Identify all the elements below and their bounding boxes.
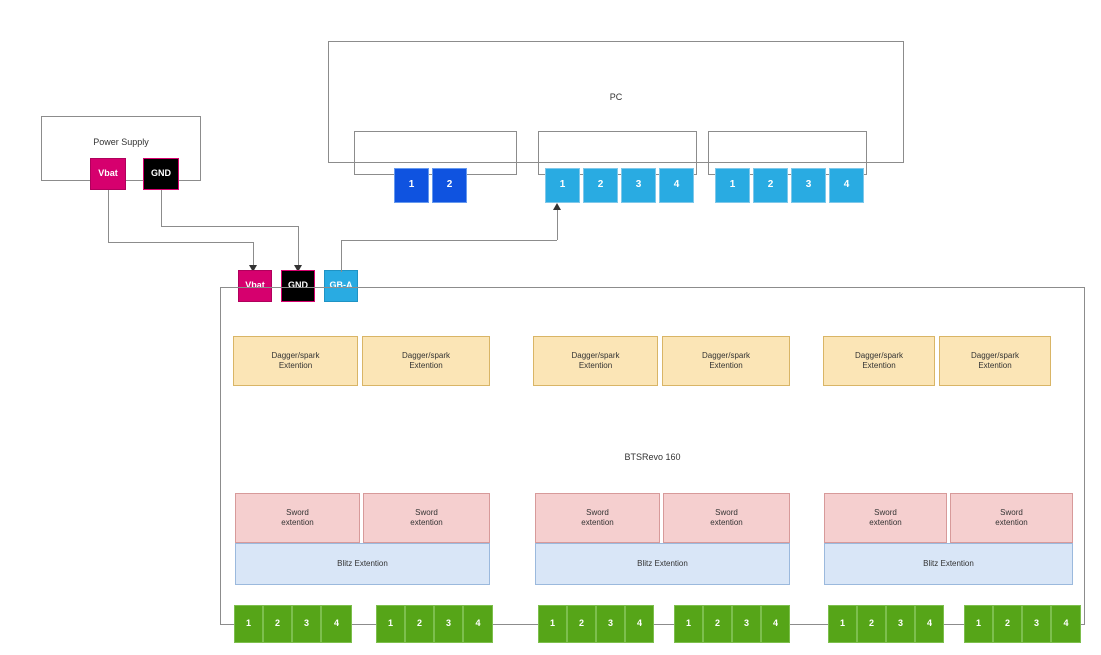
wire-gba-up bbox=[341, 240, 342, 272]
channel-cell-3-4[interactable]: 4 bbox=[625, 605, 654, 643]
sword-label: Sword extention bbox=[710, 508, 743, 527]
channel-cell-5-1[interactable]: 1 bbox=[828, 605, 857, 643]
dagger-label: Dagger/spark Extention bbox=[854, 351, 904, 370]
channel-cell-1-3[interactable]: 3 bbox=[292, 605, 321, 643]
dagger-label: Dagger/spark Extention bbox=[271, 351, 320, 370]
channel-cell-4-1[interactable]: 1 bbox=[674, 605, 703, 643]
blitz-extension-1[interactable]: Blitz Extention bbox=[235, 543, 490, 585]
dagger-extension-3-1[interactable]: Dagger/spark Extention bbox=[823, 336, 935, 386]
wire-green-link-3 bbox=[654, 624, 674, 625]
channel-cell-4-4[interactable]: 4 bbox=[761, 605, 790, 643]
btsrevo-top-edge-left bbox=[220, 287, 239, 288]
channel-cell-6-3[interactable]: 3 bbox=[1022, 605, 1051, 643]
pc-card-1-port-2[interactable]: 2 bbox=[432, 168, 467, 203]
bts-gba-input[interactable]: GB-A bbox=[324, 270, 358, 302]
sword-extension-2-1[interactable]: Sword extention bbox=[535, 493, 660, 543]
sword-extension-2-2[interactable]: Sword extention bbox=[663, 493, 790, 543]
arrow-ps-vbat-to-bts bbox=[249, 265, 257, 272]
wire-ps-gnd-right bbox=[161, 226, 298, 227]
channel-cell-3-1[interactable]: 1 bbox=[538, 605, 567, 643]
sword-label: Sword extention bbox=[281, 508, 314, 527]
wire-ps-gnd-down bbox=[161, 190, 162, 226]
wire-ps-vbat-to-bts bbox=[253, 242, 254, 267]
pc-card-2-port-2[interactable]: 2 bbox=[583, 168, 618, 203]
channel-cell-4-3[interactable]: 3 bbox=[732, 605, 761, 643]
bts-vbat-input[interactable]: Vbat bbox=[238, 270, 272, 302]
btsrevo-top-edge-right bbox=[357, 287, 1085, 288]
dagger-label: Dagger/spark Extention bbox=[571, 351, 620, 370]
pc-card-3-port-1[interactable]: 1 bbox=[715, 168, 750, 203]
channel-cell-6-2[interactable]: 2 bbox=[993, 605, 1022, 643]
channel-cell-4-2[interactable]: 2 bbox=[703, 605, 732, 643]
channel-cell-6-1[interactable]: 1 bbox=[964, 605, 993, 643]
channel-cell-2-1[interactable]: 1 bbox=[376, 605, 405, 643]
channel-cell-3-3[interactable]: 3 bbox=[596, 605, 625, 643]
dagger-extension-1-2[interactable]: Dagger/spark Extention bbox=[362, 336, 490, 386]
dagger-extension-2-1[interactable]: Dagger/spark Extention bbox=[533, 336, 658, 386]
dagger-label: Dagger/spark Extention bbox=[401, 351, 451, 370]
channel-cell-1-2[interactable]: 2 bbox=[263, 605, 292, 643]
power-supply-label: Power Supply bbox=[93, 137, 149, 147]
dagger-label: Dagger/spark Extention bbox=[970, 351, 1020, 370]
channel-cell-3-2[interactable]: 2 bbox=[567, 605, 596, 643]
channel-cell-1-1[interactable]: 1 bbox=[234, 605, 263, 643]
channel-cell-1-4[interactable]: 4 bbox=[321, 605, 352, 643]
dagger-extension-2-2[interactable]: Dagger/spark Extention bbox=[662, 336, 790, 386]
pc-card-2-port-4[interactable]: 4 bbox=[659, 168, 694, 203]
channel-cell-6-4[interactable]: 4 bbox=[1051, 605, 1081, 643]
wire-green-link-4 bbox=[790, 624, 828, 625]
arrow-ps-gnd-to-bts bbox=[294, 265, 302, 272]
pc-card-3-port-2[interactable]: 2 bbox=[753, 168, 788, 203]
dagger-extension-3-2[interactable]: Dagger/spark Extention bbox=[939, 336, 1051, 386]
arrow-gba-to-port bbox=[553, 203, 561, 210]
pc-card-1-port-1[interactable]: 1 bbox=[394, 168, 429, 203]
wire-ps-vbat-down bbox=[108, 190, 109, 242]
channel-cell-2-4[interactable]: 4 bbox=[463, 605, 493, 643]
power-supply-vbat-terminal[interactable]: Vbat bbox=[90, 158, 126, 190]
btsrevo-label: BTSRevo 160 bbox=[624, 452, 681, 462]
blitz-extension-2[interactable]: Blitz Extention bbox=[535, 543, 790, 585]
bts-gnd-input[interactable]: GND bbox=[281, 270, 315, 302]
sword-extension-1-1[interactable]: Sword extention bbox=[235, 493, 360, 543]
wire-green-link-1 bbox=[352, 624, 376, 625]
pc-card-2-port-3[interactable]: 3 bbox=[621, 168, 656, 203]
wire-ps-vbat-right bbox=[108, 242, 253, 243]
blitz-extension-3[interactable]: Blitz Extention bbox=[824, 543, 1073, 585]
channel-cell-5-2[interactable]: 2 bbox=[857, 605, 886, 643]
wire-green-link-5 bbox=[944, 624, 964, 625]
sword-label: Sword extention bbox=[581, 508, 614, 527]
channel-cell-5-4[interactable]: 4 bbox=[915, 605, 944, 643]
sword-extension-3-1[interactable]: Sword extention bbox=[824, 493, 947, 543]
pc-label: PC bbox=[609, 92, 623, 102]
dagger-label: Dagger/spark Extention bbox=[701, 351, 751, 370]
pc-card-3-port-4[interactable]: 4 bbox=[829, 168, 864, 203]
channel-cell-5-3[interactable]: 3 bbox=[886, 605, 915, 643]
sword-label: Sword extention bbox=[410, 508, 443, 527]
wire-gba-right bbox=[341, 240, 557, 241]
sword-label: Sword extention bbox=[869, 508, 902, 527]
sword-extension-1-2[interactable]: Sword extention bbox=[363, 493, 490, 543]
pc-box bbox=[328, 41, 904, 163]
power-supply-gnd-terminal[interactable]: GND bbox=[143, 158, 179, 190]
dagger-extension-1-1[interactable]: Dagger/spark Extention bbox=[233, 336, 358, 386]
wire-ps-gnd-to-bts bbox=[298, 226, 299, 267]
wire-green-link-2 bbox=[493, 624, 538, 625]
sword-extension-3-2[interactable]: Sword extention bbox=[950, 493, 1073, 543]
pc-card-3-port-3[interactable]: 3 bbox=[791, 168, 826, 203]
pc-card-2-port-1[interactable]: 1 bbox=[545, 168, 580, 203]
channel-cell-2-3[interactable]: 3 bbox=[434, 605, 463, 643]
sword-label: Sword extention bbox=[995, 508, 1028, 527]
channel-cell-2-2[interactable]: 2 bbox=[405, 605, 434, 643]
wire-gba-to-port bbox=[557, 210, 558, 240]
